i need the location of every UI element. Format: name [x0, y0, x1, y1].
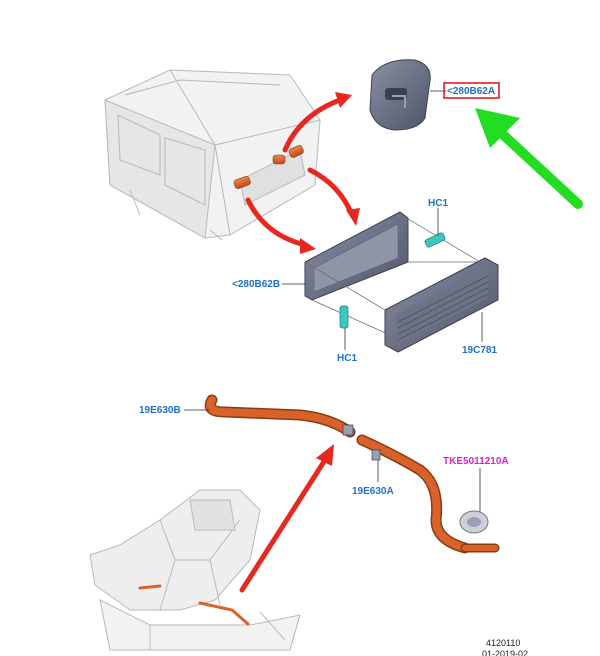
dashboard-assembly [89, 489, 301, 651]
highlight-box-280b62a [443, 82, 500, 99]
heater-hose-19e630a [356, 434, 500, 554]
callout-hc1-top: HC1 [428, 198, 448, 209]
green-arrow [475, 108, 583, 209]
callout-19c781: 19C781 [462, 345, 497, 356]
callout-19e630a: 19E630A [352, 486, 394, 497]
diagram-date: 01-2019-02 [482, 649, 528, 656]
heater-hose-19e630b [204, 394, 356, 438]
callout-280b62b: <280B62B [232, 279, 280, 290]
cabin-air-ducts [233, 145, 304, 189]
callout-19e630b: 19E630B [139, 405, 181, 416]
callout-hc1-bottom: HC1 [337, 353, 357, 364]
callout-tke: TKE5011210A [443, 456, 509, 467]
dashboard-ducts [138, 584, 250, 626]
diagram-ref-number: 4120110 [486, 638, 520, 648]
hose-couplings [342, 424, 381, 461]
red-arrow-bottom [239, 444, 334, 593]
red-arrowheads-top [300, 92, 360, 254]
filter-cover-part [369, 59, 431, 131]
clip-hc1-bottom [339, 305, 349, 329]
clip-hc1-top [424, 232, 446, 248]
van-cabin [104, 69, 321, 241]
filter-frame-part [304, 211, 409, 301]
callout-280b62a: <280B62A [447, 86, 495, 97]
pollen-filter-part [384, 257, 499, 353]
valve-tke5011210a [459, 510, 489, 534]
